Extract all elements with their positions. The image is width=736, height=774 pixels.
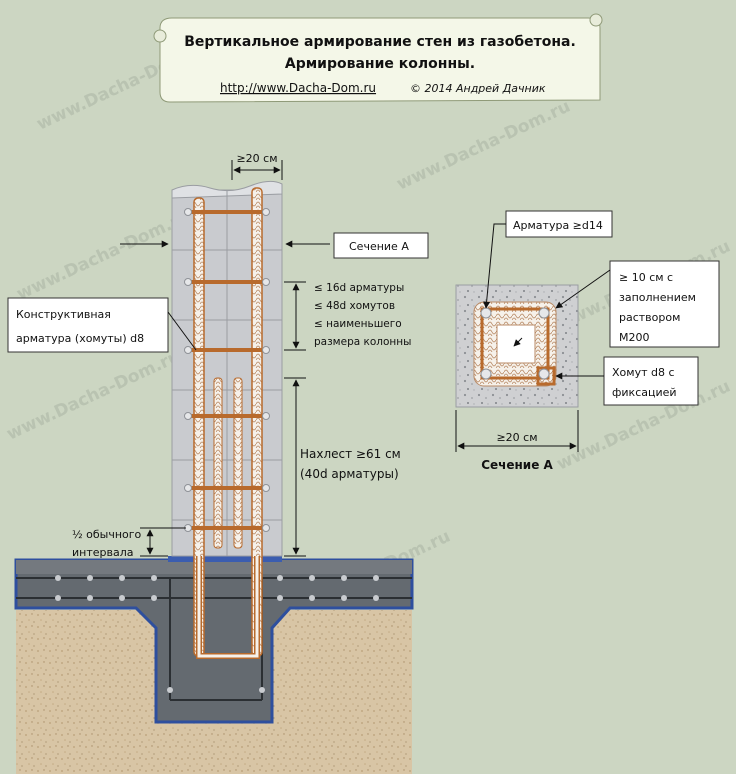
lap-dimension <box>284 377 306 557</box>
half-interval-label-1: ½ обычного <box>72 528 142 541</box>
foundation-top-band <box>16 560 412 574</box>
stirrups-callout-box <box>7 297 169 353</box>
tie-label-1: Хомут d8 с <box>612 366 675 379</box>
spacing-label-3: ≤ наименьшего <box>314 318 402 330</box>
banner-link[interactable]: http://www.Dacha-Dom.ru <box>220 81 376 95</box>
section-width-label: ≥20 см <box>496 431 537 444</box>
spacing-dimension <box>284 281 306 351</box>
column-width-dimension <box>231 160 283 180</box>
svg-text:www.Dacha-Dom.ru: www.Dacha-Dom.ru <box>14 206 194 304</box>
fill-label-3: раствором <box>619 311 680 324</box>
tie-label-2: фиксацией <box>612 386 677 399</box>
block-joints <box>172 190 282 556</box>
rebar-lap-right <box>233 377 243 549</box>
tie-callout-box <box>603 356 699 406</box>
rebar-dots <box>184 208 270 532</box>
rebar-lap-left <box>213 377 223 549</box>
banner-title-line1: Вертикальное армирование стен из газобет… <box>184 34 576 50</box>
lap-label-2: (40d арматуры) <box>300 467 399 481</box>
rebar-callout-box <box>505 210 613 238</box>
section-title: Сечение А <box>481 458 553 472</box>
spacing-label-4: размера колонны <box>314 336 411 348</box>
fill-label-4: М200 <box>619 331 650 344</box>
section-tie-fixing <box>536 366 556 386</box>
section-callout-label: Сечение А <box>349 240 409 253</box>
rebar-foundation-hook-inner <box>197 556 259 658</box>
spacing-label-2: ≤ 48d хомутов <box>314 300 395 312</box>
lap-label-1: Нахлест ≥61 см <box>300 447 401 461</box>
section-inner-arrow <box>513 337 523 347</box>
rebar-callout-leader <box>483 223 506 309</box>
section-callout-box <box>333 232 429 259</box>
fill-label-1: ≥ 10 см с <box>619 271 673 284</box>
foundation-rebar-dots <box>55 575 379 693</box>
scroll-curl-right <box>589 13 603 27</box>
scroll-curl-left <box>153 29 167 43</box>
section-tie <box>480 307 550 380</box>
fill-callout-leader <box>555 269 611 309</box>
banner-copyright: © 2014 Андрей Дачник <box>410 82 546 95</box>
foundation <box>14 558 414 774</box>
half-interval-label-2: интервала <box>72 546 134 559</box>
svg-text:www.Dacha-Dom.ru: www.Dacha-Dom.ru <box>394 96 574 194</box>
section-width-dimension <box>455 410 579 452</box>
section-a-drawing <box>455 284 579 408</box>
block-column <box>168 180 283 659</box>
fill-label-2: заполнением <box>619 291 696 304</box>
column-width-label: ≥20 см <box>236 152 277 165</box>
section-rebars <box>480 307 550 380</box>
half-interval-dimension <box>140 527 186 557</box>
title-banner: Вертикальное армирование стен из газобет… <box>153 13 603 103</box>
spacing-label-1: ≤ 16d арматуры <box>314 282 404 294</box>
rebar-callout-label: Арматура ≥d14 <box>513 219 603 232</box>
stirrups <box>186 210 268 530</box>
column-base-strip <box>168 556 282 562</box>
stirrups-leader <box>167 311 197 351</box>
stirrups-label-1: Конструктивная <box>16 308 111 321</box>
fill-callout-box <box>609 260 720 348</box>
banner-title-line2: Армирование колонны. <box>285 56 475 72</box>
stirrups-label-2: арматура (хомуты) d8 <box>16 332 144 345</box>
svg-text:www.Dacha-Dom.ru: www.Dacha-Dom.ru <box>4 346 184 444</box>
